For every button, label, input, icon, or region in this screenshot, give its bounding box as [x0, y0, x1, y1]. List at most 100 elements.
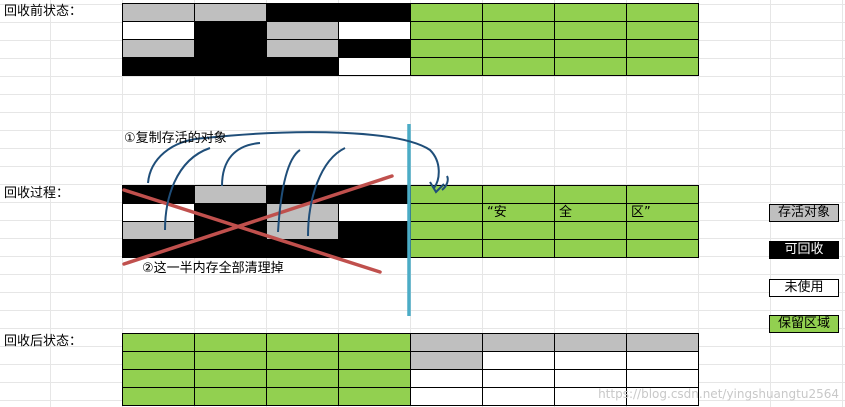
- annotation-clear-half: ②这一半内存全部清理掉: [142, 261, 284, 276]
- memory-cell-green: [339, 388, 411, 406]
- memory-cell-green: [483, 22, 555, 40]
- memory-cell-green: [411, 58, 483, 76]
- memory-cell-green: [555, 22, 627, 40]
- memory-cell-green: [627, 58, 699, 76]
- memory-cell-green: [555, 222, 627, 240]
- memory-cell-white: [627, 388, 699, 406]
- memory-cell-green: [411, 186, 483, 204]
- memory-cell-black: [267, 58, 339, 76]
- memory-cell-green: [627, 40, 699, 58]
- memory-cell-green: [267, 370, 339, 388]
- memory-cell-black: [195, 240, 267, 258]
- memory-cell-black: [267, 4, 339, 22]
- memory-cell-gray: [627, 334, 699, 352]
- label-during-process: 回收过程：: [4, 186, 70, 201]
- memory-cell-green: [123, 334, 195, 352]
- memory-cell-white: [123, 22, 195, 40]
- memory-cell-white: [339, 22, 411, 40]
- memory-cell-black: [195, 58, 267, 76]
- memory-cell-green: [483, 240, 555, 258]
- memory-cell-gray: [267, 204, 339, 222]
- memory-cell-green: [411, 40, 483, 58]
- memory-cell-green: [123, 352, 195, 370]
- memory-cell-green: [339, 352, 411, 370]
- memory-grid-before: [122, 3, 699, 76]
- memory-cell-green: [411, 222, 483, 240]
- memory-cell-green: “安: [483, 204, 555, 222]
- memory-cell-black: [339, 186, 411, 204]
- memory-cell-green: [483, 4, 555, 22]
- memory-cell-green: [195, 370, 267, 388]
- memory-cell-white: [555, 388, 627, 406]
- memory-cell-green: [627, 222, 699, 240]
- annotation-copy-live-objects: ①复制存活的对象: [124, 131, 227, 146]
- memory-cell-green: [195, 334, 267, 352]
- memory-cell-green: [483, 58, 555, 76]
- memory-cell-green: [123, 370, 195, 388]
- memory-cell-gray: [123, 4, 195, 22]
- legend-item-gray: 存活对象: [769, 204, 839, 222]
- memory-cell-gray: [195, 4, 267, 22]
- memory-cell-green: [555, 186, 627, 204]
- memory-cell-white: [483, 388, 555, 406]
- memory-cell-green: [483, 40, 555, 58]
- memory-cell-gray: [123, 40, 195, 58]
- memory-cell-green: [339, 370, 411, 388]
- memory-cell-green: 区”: [627, 204, 699, 222]
- memory-cell-white: [627, 352, 699, 370]
- memory-cell-green: [339, 334, 411, 352]
- memory-cell-white: [483, 370, 555, 388]
- memory-cell-black: [339, 4, 411, 22]
- memory-cell-white: [555, 352, 627, 370]
- memory-cell-green: [411, 240, 483, 258]
- legend-item-black: 可回收: [769, 241, 839, 259]
- memory-cell-white: [483, 352, 555, 370]
- memory-cell-white: [339, 58, 411, 76]
- memory-cell-green: [627, 186, 699, 204]
- memory-cell-white: [339, 204, 411, 222]
- memory-cell-black: [123, 240, 195, 258]
- copy-arrow-3: [221, 142, 261, 187]
- memory-cell-black: [339, 240, 411, 258]
- memory-cell-green: [411, 4, 483, 22]
- memory-cell-white: [555, 370, 627, 388]
- memory-cell-gray: [483, 334, 555, 352]
- memory-grid-after: [122, 333, 699, 406]
- memory-cell-green: [555, 240, 627, 258]
- memory-cell-green: [195, 388, 267, 406]
- memory-cell-green: [483, 222, 555, 240]
- memory-cell-white: [411, 388, 483, 406]
- memory-cell-black: [195, 222, 267, 240]
- memory-cell-black: [339, 222, 411, 240]
- memory-cell-green: [555, 58, 627, 76]
- legend-item-green: 保留区域: [769, 315, 839, 333]
- memory-cell-gray: [267, 40, 339, 58]
- memory-cell-green: [123, 388, 195, 406]
- memory-cell-green: [267, 334, 339, 352]
- memory-cell-green: [411, 204, 483, 222]
- memory-cell-gray: [123, 222, 195, 240]
- memory-cell-green: [195, 352, 267, 370]
- memory-cell-white: [411, 370, 483, 388]
- memory-cell-gray: [555, 334, 627, 352]
- memory-cell-gray: [267, 22, 339, 40]
- memory-cell-black: [339, 40, 411, 58]
- memory-cell-green: [267, 352, 339, 370]
- memory-cell-black: [195, 40, 267, 58]
- memory-cell-green: [627, 22, 699, 40]
- memory-cell-white: [123, 204, 195, 222]
- memory-cell-green: [483, 186, 555, 204]
- memory-cell-gray: [411, 334, 483, 352]
- copy-arrow-main: [204, 131, 440, 189]
- memory-cell-green: [627, 4, 699, 22]
- memory-cell-green: [555, 40, 627, 58]
- watermark: https://blog.csdn.net/yingshuangtu2564: [598, 387, 839, 401]
- memory-cell-green: 全: [555, 204, 627, 222]
- memory-grid-during: “安全区”: [122, 185, 699, 258]
- memory-cell-gray: [195, 186, 267, 204]
- memory-cell-green: [555, 4, 627, 22]
- memory-cell-black: [123, 186, 195, 204]
- label-before-state: 回收前状态：: [4, 4, 83, 19]
- memory-cell-black: [267, 186, 339, 204]
- memory-cell-gray: [411, 352, 483, 370]
